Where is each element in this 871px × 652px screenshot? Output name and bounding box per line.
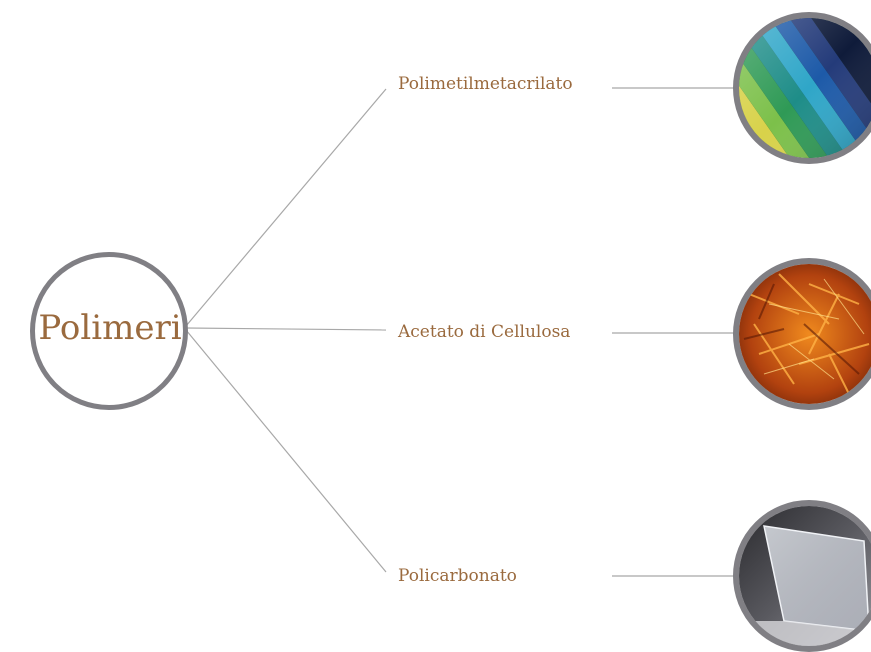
acetate-image xyxy=(733,258,871,410)
connector-root-to-pmma xyxy=(185,88,387,327)
root-node-label: Polimeri xyxy=(38,308,182,348)
branch-label-pc: Policarbonato xyxy=(398,566,517,586)
root-node-circle xyxy=(30,252,188,410)
connector-root-to-acetate xyxy=(185,327,387,331)
connector-root-to-pc xyxy=(185,329,387,573)
branch-label-acetate: Acetato di Cellulosa xyxy=(398,322,571,342)
polycarbonate-image xyxy=(733,500,871,652)
branch-label-pmma: Polimetilmetacrilato xyxy=(398,74,573,94)
